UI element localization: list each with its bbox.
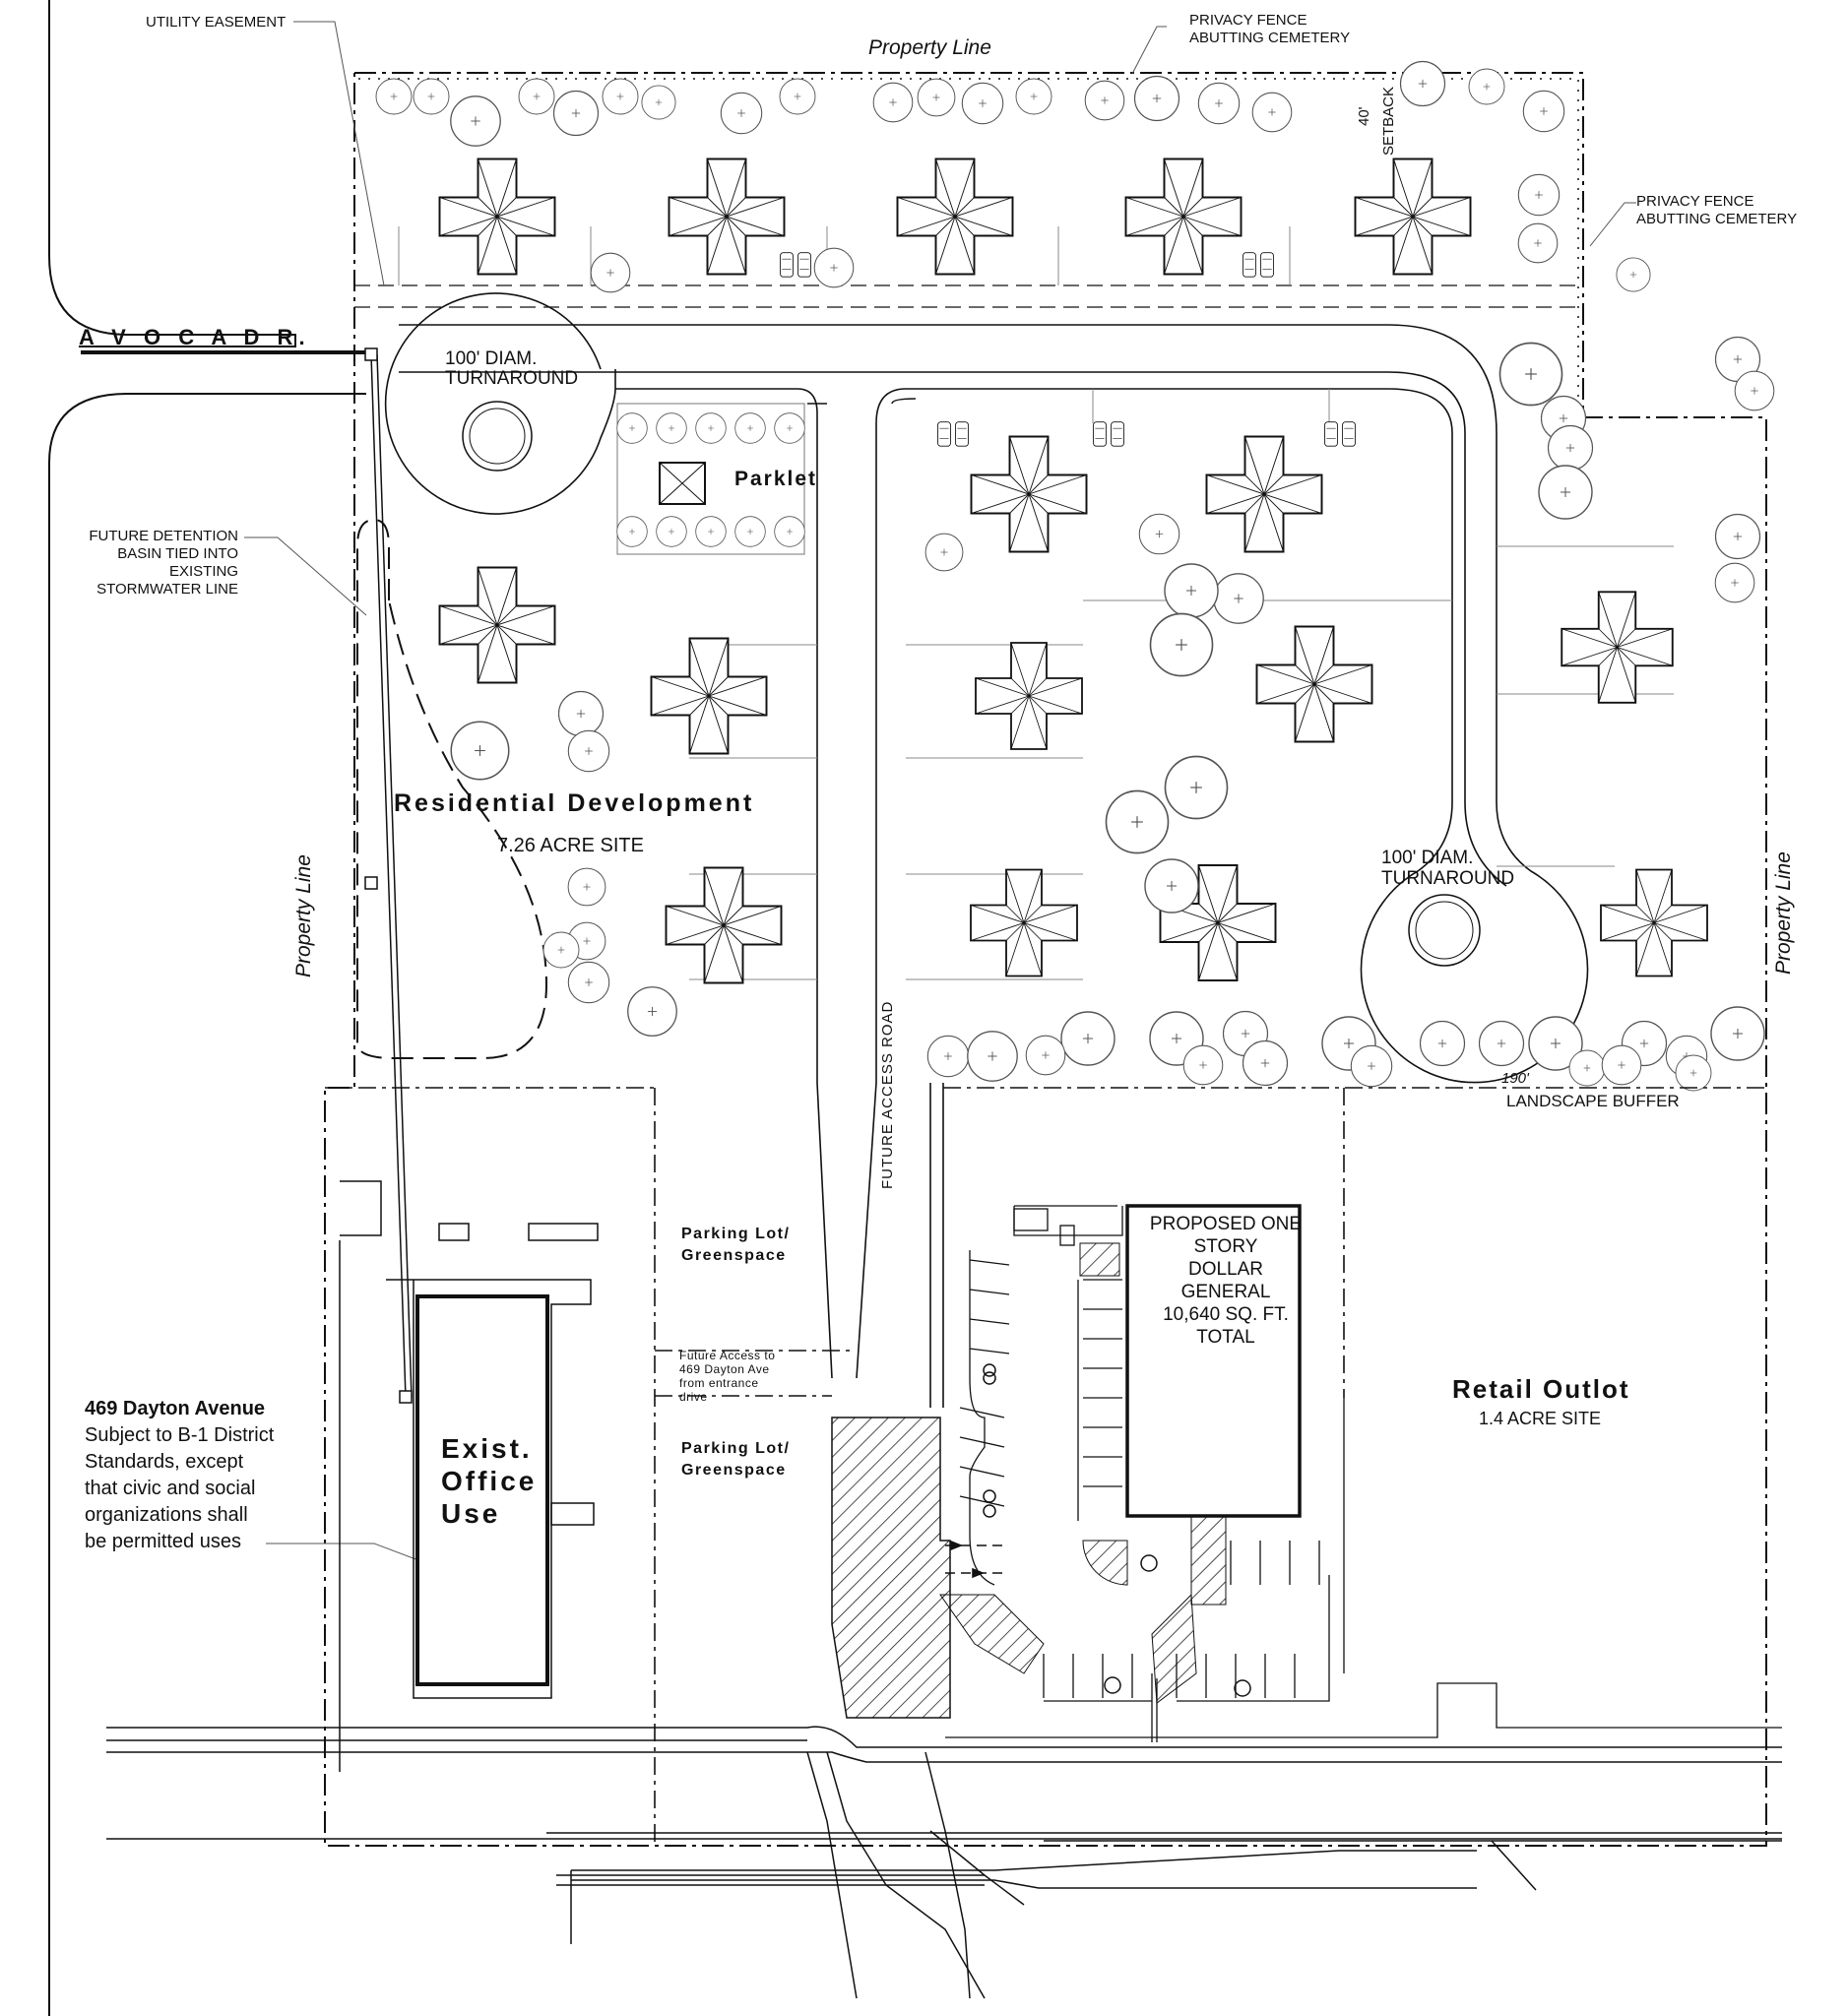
residential-title: Residential Development: [394, 789, 755, 817]
dayton-line-5: be permitted uses: [85, 1531, 241, 1552]
retail-outlot-title: Retail Outlot: [1452, 1374, 1630, 1404]
dollar-general-line-6: TOTAL: [1196, 1327, 1255, 1348]
detention-label-3: EXISTING: [168, 563, 238, 580]
turnaround-left-label-1: 100' DIAM.: [445, 348, 538, 369]
residential-area: 7.26 ACRE SITE: [497, 835, 644, 856]
dollar-general-line-3: DOLLAR: [1187, 1259, 1264, 1280]
dayton-title: 469 Dayton Avenue: [85, 1398, 266, 1419]
dollar-general-label: PROPOSED ONE STORY DOLLAR GENERAL 10,640…: [1132, 1213, 1319, 1349]
dayton-line-3: that civic and social: [85, 1478, 256, 1499]
dayton-line-4: organizations shall: [85, 1504, 248, 1526]
turnaround-left-label-2: TURNAROUND: [445, 368, 579, 389]
privacy-fence-right-label-2: ABUTTING CEMETERY: [1636, 211, 1798, 227]
dollar-general-line-4: GENERAL: [1180, 1282, 1271, 1302]
existing-office-label-3: Use: [441, 1498, 501, 1529]
turnaround-right-label-1: 100' DIAM.: [1381, 848, 1474, 868]
street-label: A V O C A D R.: [79, 325, 311, 349]
privacy-fence-right-label-1: PRIVACY FENCE: [1636, 193, 1754, 210]
detention-label-1: FUTURE DETENTION: [89, 528, 238, 544]
parking-greenspace-2-label-1: Parking Lot/: [681, 1440, 791, 1457]
detention-label-2: BASIN TIED INTO: [117, 545, 238, 562]
dayton-line-2: Standards, except: [85, 1451, 244, 1473]
future-access-road-label: FUTURE ACCESS ROAD: [879, 1000, 896, 1189]
dollar-general-line-2: STORY: [1193, 1236, 1258, 1257]
privacy-fence-top-label-2: ABUTTING CEMETERY: [1189, 30, 1351, 46]
existing-office-label-1: Exist.: [441, 1433, 533, 1464]
privacy-fence-top-label-1: PRIVACY FENCE: [1189, 12, 1307, 29]
existing-office-label-2: Office: [441, 1466, 538, 1496]
parklet-label: Parklet: [734, 468, 818, 490]
setback-dim-label: 40': [1356, 106, 1372, 126]
turnaround-right-label-2: TURNAROUND: [1381, 868, 1515, 889]
dayton-line-1: Subject to B-1 District: [85, 1424, 275, 1446]
retail-outlot-area: 1.4 ACRE SITE: [1479, 1409, 1602, 1428]
dollar-general-line-1: PROPOSED ONE: [1149, 1214, 1303, 1234]
dayton-avenue-note: 469 Dayton Avenue Subject to B-1 Distric…: [85, 1396, 321, 1555]
property-line-right-label: Property Line: [1772, 851, 1795, 975]
parking-greenspace-2-label-2: Greenspace: [681, 1462, 787, 1479]
future-access-label-3: from entrance: [679, 1376, 759, 1390]
future-access-label-1: Future Access to: [679, 1349, 776, 1362]
existing-office-label: Exist. Office Use: [441, 1432, 579, 1530]
future-access-label-2: 469 Dayton Ave: [679, 1362, 770, 1376]
setback-label: SETBACK: [1380, 86, 1397, 156]
landscape-buffer-label: LANDSCAPE BUFFER: [1506, 1092, 1680, 1110]
property-line-top-label: Property Line: [868, 36, 991, 59]
buffer-dim-label: 190': [1501, 1070, 1529, 1087]
detention-label-4: STORMWATER LINE: [96, 581, 238, 598]
parking-greenspace-1-label-2: Greenspace: [681, 1247, 787, 1264]
future-access-label-4: drive: [679, 1390, 708, 1404]
parking-greenspace-1-label-1: Parking Lot/: [681, 1226, 791, 1242]
property-line-left-label: Property Line: [292, 854, 315, 977]
utility-easement-label: UTILITY EASEMENT: [146, 14, 287, 31]
dollar-general-line-5: 10,640 SQ. FT.: [1163, 1304, 1289, 1325]
